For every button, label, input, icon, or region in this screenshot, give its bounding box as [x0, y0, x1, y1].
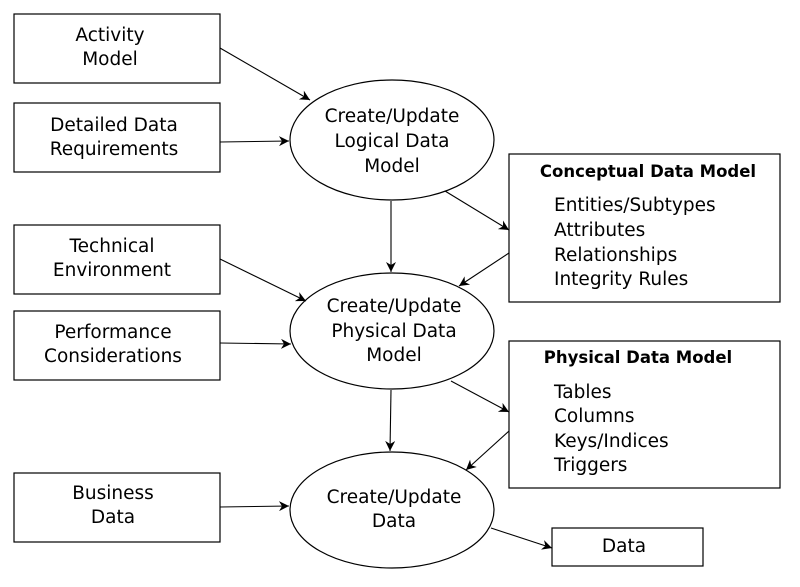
- business-data-label-line2: Data: [91, 507, 135, 528]
- arrow-physical-to-physical-model: [450, 380, 510, 413]
- business-data-label-line1: Business: [72, 483, 154, 504]
- data-output-box: Data: [551, 527, 704, 567]
- technical-environment-label-line1: Technical: [69, 236, 155, 257]
- data-output-label: Data: [602, 536, 646, 557]
- create-update-logical-data-model-process: Create/Update Logical Data Model: [289, 79, 495, 201]
- detailed-data-requirements-box: Detailed Data Requirements: [13, 102, 221, 173]
- physical-item: Columns: [554, 406, 635, 427]
- physical-process-label-line3: Model: [366, 345, 422, 366]
- physical-item: Tables: [553, 382, 611, 403]
- create-update-physical-data-model-process: Create/Update Physical Data Model: [289, 272, 495, 390]
- arrow-data-to-output: [490, 527, 553, 550]
- conceptual-item: Relationships: [554, 245, 677, 266]
- activity-model-box: Activity Model: [13, 13, 221, 84]
- activity-model-label-line2: Model: [82, 49, 138, 70]
- physical-data-model-title: Physical Data Model: [544, 348, 732, 367]
- data-process-label-line1: Create/Update: [327, 487, 462, 508]
- arrow-requirements-to-logical: [219, 136, 290, 147]
- logical-process-label-line1: Create/Update: [325, 106, 460, 127]
- detailed-data-requirements-label-line1: Detailed Data: [50, 115, 178, 136]
- arrow-physical-model-to-data: [465, 430, 510, 471]
- activity-model-label-line1: Activity: [75, 25, 144, 46]
- technical-environment-label-line2: Environment: [53, 260, 171, 281]
- physical-data-model-box: Physical Data Model Tables Columns Keys/…: [508, 340, 781, 489]
- physical-process-label-line2: Physical Data: [331, 321, 456, 342]
- physical-process-label-line1: Create/Update: [327, 296, 462, 317]
- logical-process-label-line3: Model: [364, 156, 420, 177]
- conceptual-data-model-title: Conceptual Data Model: [540, 162, 756, 181]
- arrow-business-to-data: [219, 501, 290, 512]
- business-data-box: Business Data: [13, 472, 221, 543]
- conceptual-data-model-box: Conceptual Data Model Entities/Subtypes …: [508, 153, 781, 303]
- arrow-physical-to-data: [385, 389, 396, 452]
- physical-item: Keys/Indices: [554, 431, 669, 452]
- conceptual-item: Attributes: [554, 220, 645, 241]
- arrow-logical-to-conceptual: [444, 190, 510, 231]
- conceptual-item: Entities/Subtypes: [554, 195, 716, 216]
- performance-considerations-box: Performance Considerations: [13, 310, 221, 381]
- logical-process-label-line2: Logical Data: [335, 131, 450, 152]
- technical-environment-box: Technical Environment: [13, 224, 221, 295]
- arrow-technical-to-physical: [219, 258, 307, 302]
- performance-considerations-label-line2: Considerations: [44, 346, 182, 367]
- create-update-data-process: Create/Update Data: [289, 451, 495, 569]
- performance-considerations-label-line1: Performance: [54, 322, 171, 343]
- detailed-data-requirements-label-line2: Requirements: [50, 139, 179, 160]
- conceptual-item: Integrity Rules: [554, 269, 688, 290]
- arrow-conceptual-to-physical: [458, 252, 510, 287]
- data-process-label-line2: Data: [372, 511, 416, 532]
- physical-item: Triggers: [553, 455, 627, 476]
- arrow-performance-to-physical: [219, 338, 292, 349]
- arrow-activity-to-logical: [219, 47, 311, 101]
